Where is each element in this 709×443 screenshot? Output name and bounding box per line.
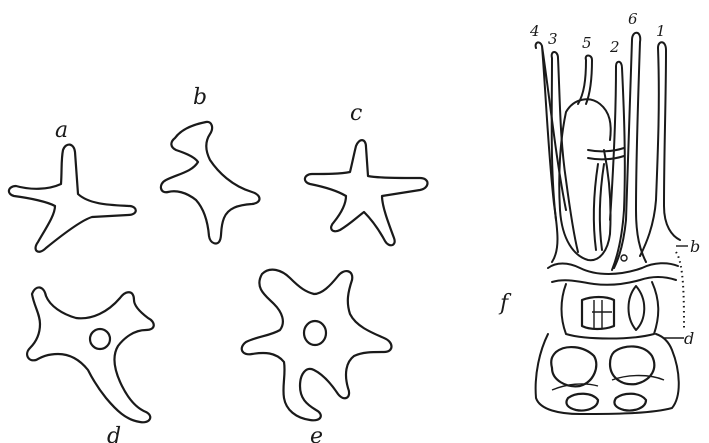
- inner-rod: [594, 164, 604, 250]
- spicule-b: [161, 122, 260, 244]
- spicule-a: [9, 145, 136, 252]
- basket-pore-left: [551, 347, 596, 386]
- label-d: d: [107, 424, 121, 443]
- ray-4: [536, 42, 566, 262]
- label-f: f: [498, 291, 512, 316]
- arm-number-1: 1: [656, 22, 666, 40]
- ray-1: [640, 42, 680, 256]
- label-c: c: [350, 101, 362, 126]
- spicule-c: [305, 140, 428, 245]
- basket-pore-bottom-right: [614, 394, 646, 411]
- basket-pore-bottom-left: [566, 394, 598, 411]
- middle-window: [582, 297, 614, 329]
- label-a: a: [55, 118, 68, 143]
- side-mark-lower: d: [684, 329, 694, 348]
- ray-5: [578, 56, 592, 105]
- arm-number-6: 6: [628, 10, 638, 28]
- arm-number-2: 2: [609, 38, 620, 56]
- arm-number-4: 4: [529, 22, 540, 40]
- spicule-d: [27, 287, 154, 422]
- right-window: [629, 286, 645, 330]
- small-pore: [621, 255, 627, 261]
- arm-number-5: 5: [582, 34, 592, 52]
- spicule-f: [536, 33, 688, 414]
- spicule-e-pore: [304, 321, 326, 345]
- label-e: e: [310, 424, 323, 443]
- arm-number-3: 3: [548, 30, 558, 48]
- label-b: b: [193, 85, 207, 110]
- spicule-d-pore: [90, 329, 110, 349]
- side-mark-upper: b: [690, 237, 700, 256]
- measure-dots: [676, 252, 684, 330]
